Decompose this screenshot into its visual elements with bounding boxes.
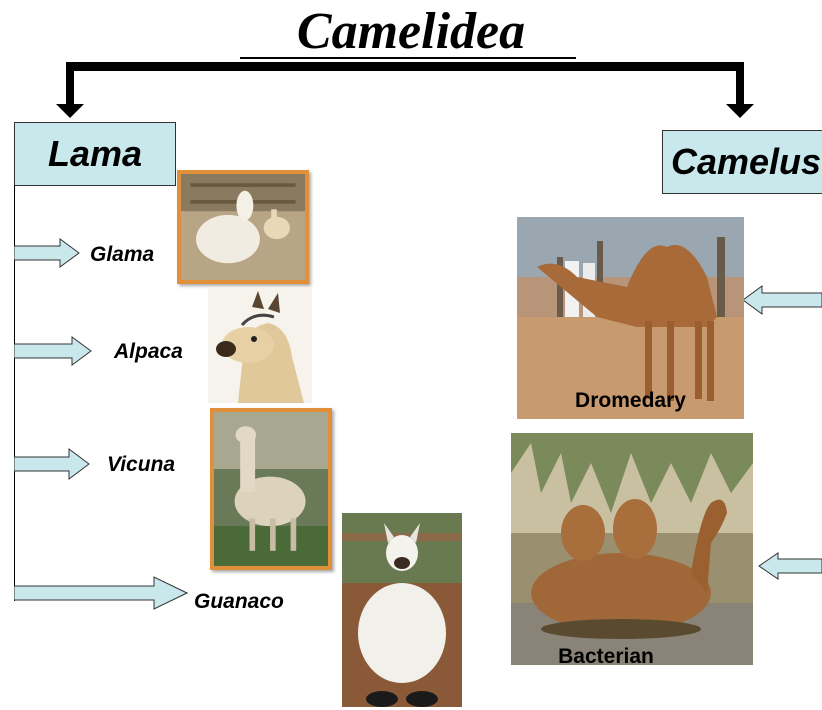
arrow-left-icon bbox=[758, 552, 822, 580]
bracket-left-stem bbox=[66, 62, 74, 106]
caption-bacterian: Bacterian bbox=[511, 645, 701, 669]
species-label-alpaca: Alpaca bbox=[114, 340, 183, 364]
genus-box-lama: Lama bbox=[14, 122, 176, 186]
vicuna-photo bbox=[210, 408, 332, 570]
genus-label-camelus: Camelus bbox=[671, 141, 821, 183]
bracket-bar bbox=[66, 62, 744, 71]
species-label-glama: Glama bbox=[90, 243, 154, 267]
genus-box-camelus: Camelus bbox=[662, 130, 822, 194]
arrow-right-icon bbox=[14, 576, 188, 610]
arrow-right-icon bbox=[14, 448, 90, 480]
down-arrow-left-icon bbox=[56, 104, 84, 118]
title-underline bbox=[240, 57, 576, 59]
species-label-guanaco: Guanaco bbox=[194, 590, 284, 614]
bacterian-photo bbox=[511, 433, 753, 665]
genus-label-lama: Lama bbox=[48, 133, 142, 175]
species-label-vicuna: Vicuna bbox=[107, 453, 175, 477]
arrow-right-icon bbox=[14, 336, 92, 366]
caption-dromedary: Dromedary bbox=[517, 389, 744, 413]
alpaca-photo bbox=[208, 287, 312, 403]
down-arrow-right-icon bbox=[726, 104, 754, 118]
arrow-right-icon bbox=[14, 238, 80, 268]
guanaco-photo bbox=[342, 513, 462, 707]
diagram-title: Camelidea bbox=[0, 2, 822, 61]
glama-photo bbox=[177, 170, 309, 284]
arrow-left-icon bbox=[742, 285, 822, 315]
bracket-right-stem bbox=[736, 62, 744, 106]
